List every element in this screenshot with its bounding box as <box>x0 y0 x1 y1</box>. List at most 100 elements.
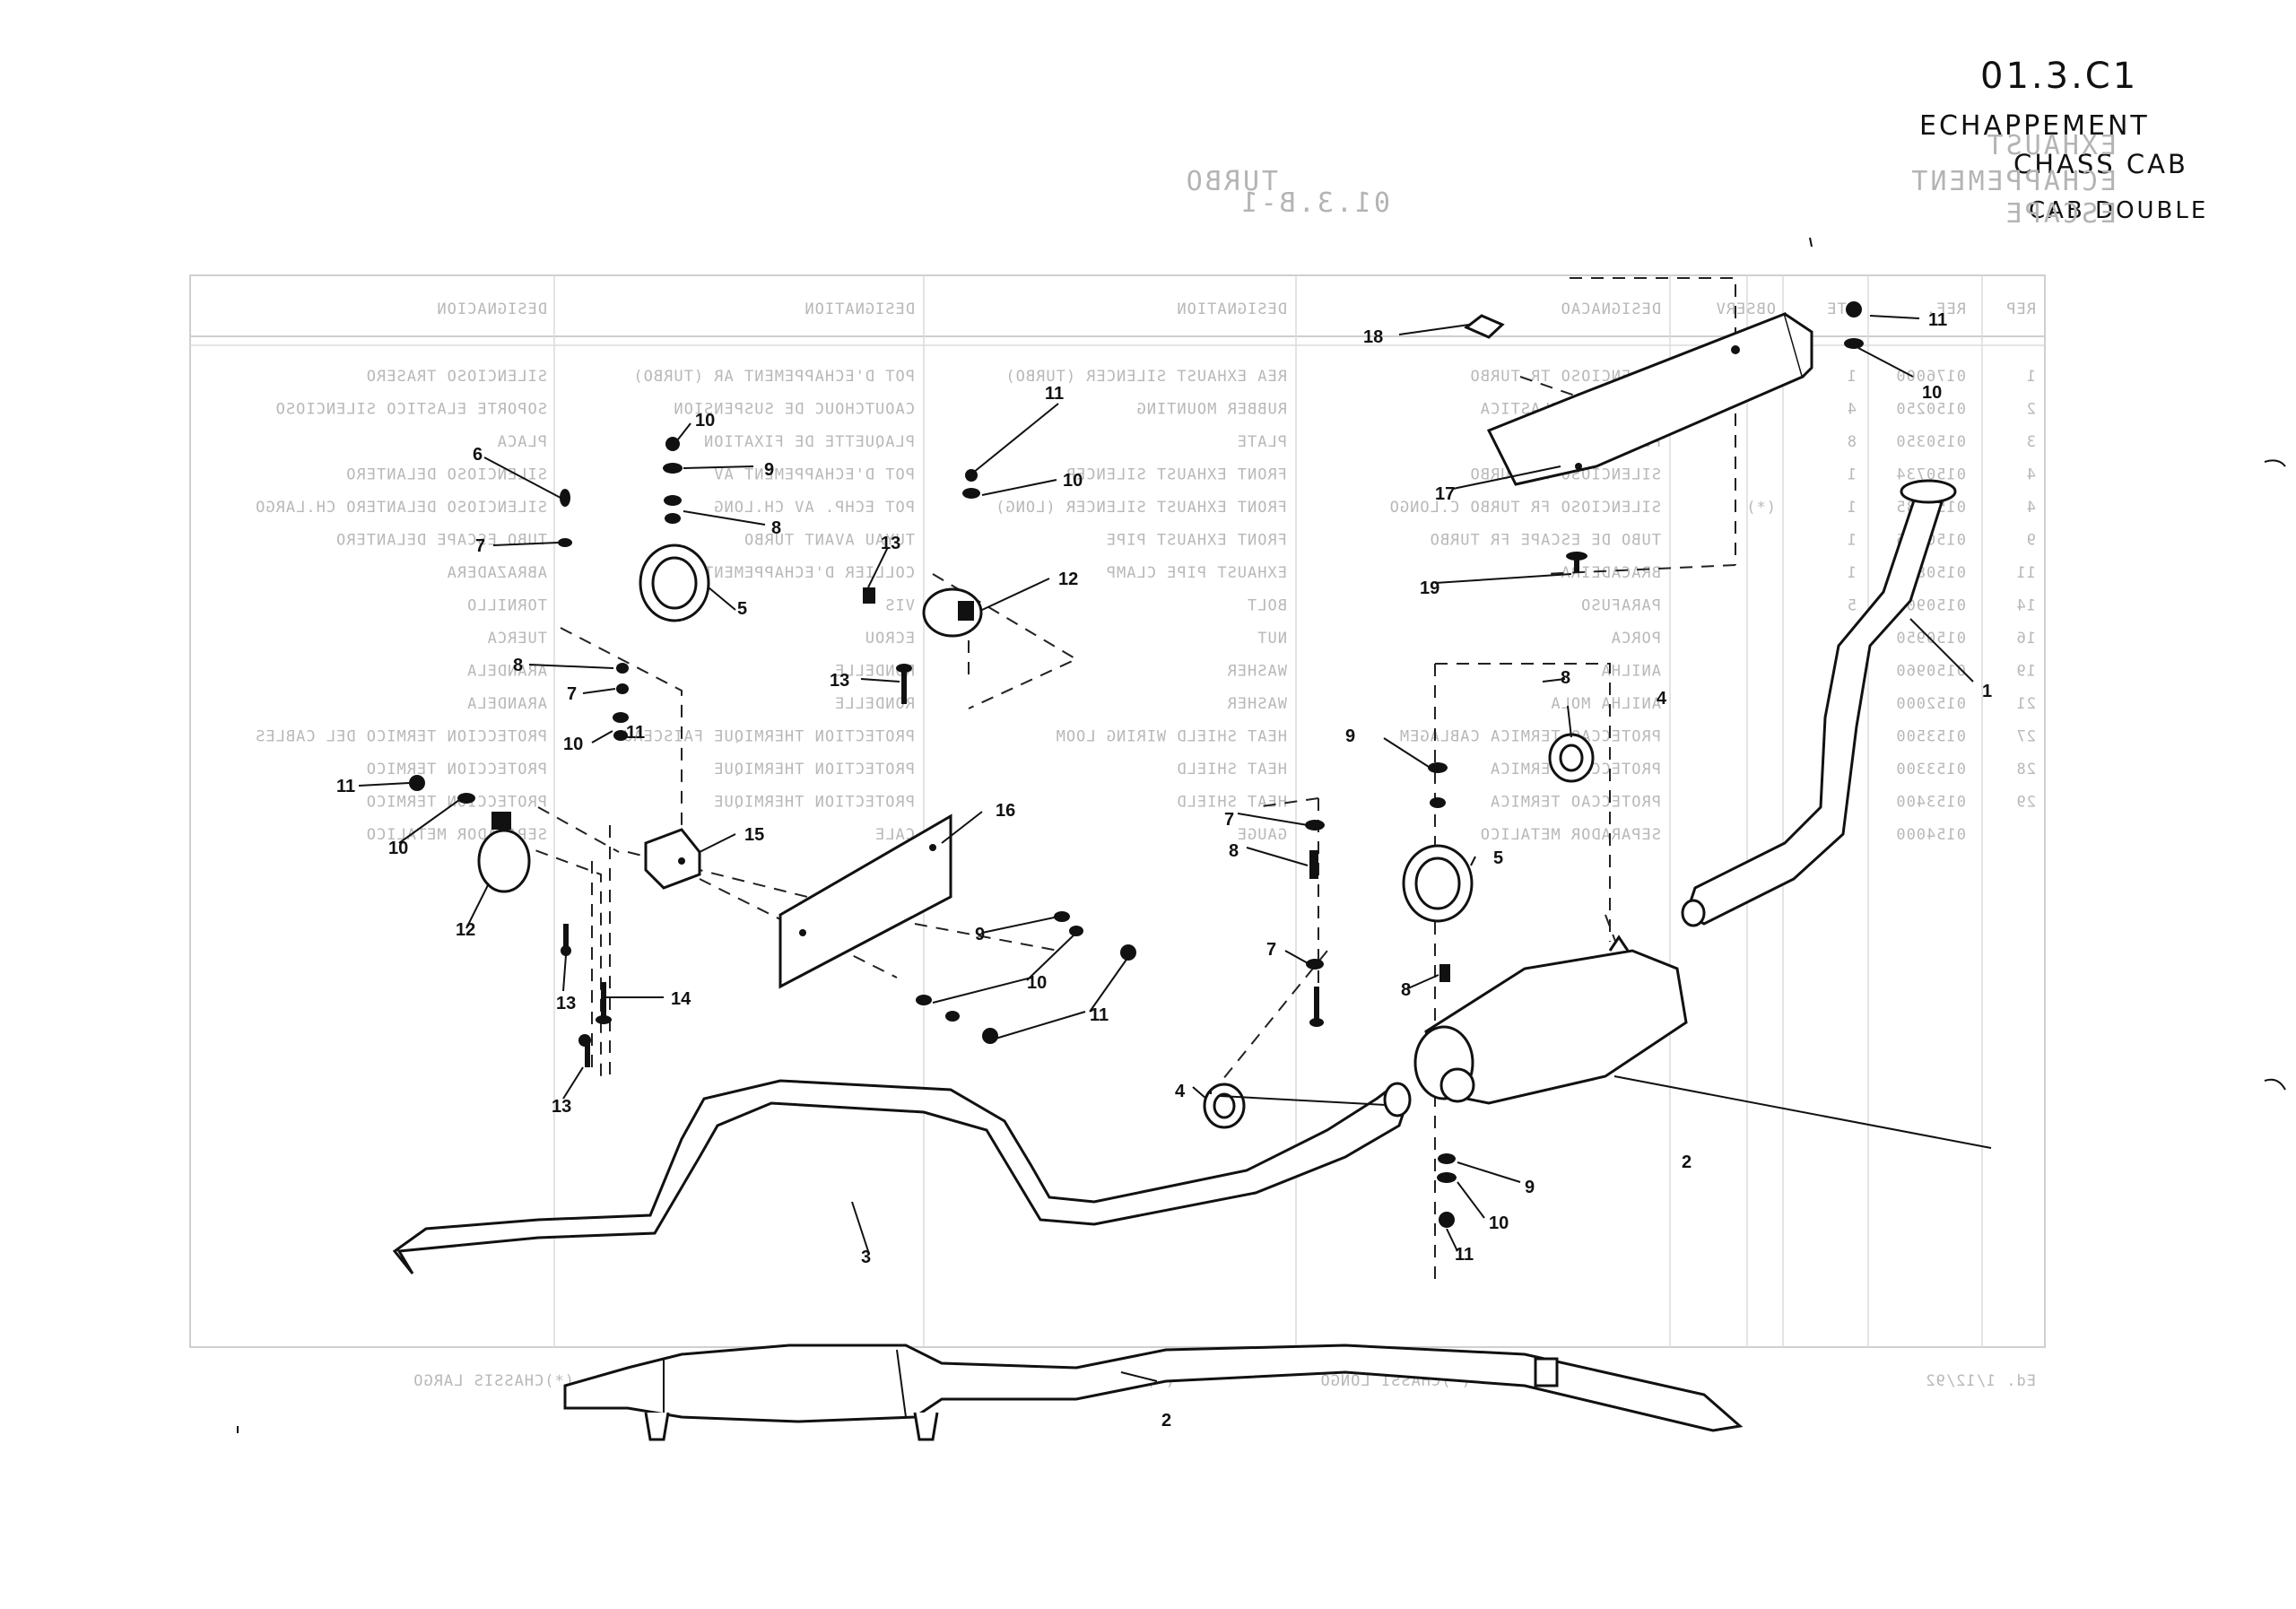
bleed-table-cell: VIS <box>884 597 915 615</box>
header-line-2: CHASS CAB <box>2013 149 2188 179</box>
bleed-table-cell: PROTECCAO TERMICA <box>1490 794 1661 812</box>
bleed-table-cell: CALE <box>874 826 915 844</box>
callout-8: 8 <box>1229 841 1239 861</box>
bleed-through-page: 01.3.B-1 TURBO EXHAUST ECHAPPEMENT ESCAP… <box>189 130 2117 1390</box>
bleed-table-cell: RONDELLE <box>834 695 915 713</box>
bleed-table-cell: PLACA <box>497 433 547 451</box>
bleed-table-cell: PROTECTION THERMIQUE <box>713 761 915 778</box>
bleed-table-cell: 4 <box>2026 466 2036 484</box>
callout-9: 9 <box>764 460 774 480</box>
callout-10: 10 <box>563 735 583 754</box>
bleed-table-cell: 8 <box>1847 433 1857 451</box>
callout-11: 11 <box>1090 1005 1109 1025</box>
bleed-table-cell: ANILHA MOLA <box>1550 695 1661 713</box>
heat-shield-16 <box>778 813 952 989</box>
bleed-table-cell: 4 <box>2026 499 2036 517</box>
bleed-table-cell: 11 <box>2016 564 2036 582</box>
bleed-table-cell: FRONT EXHAUST SILENCER <box>1065 466 1287 484</box>
leader-lines <box>358 315 1992 1382</box>
bleed-table-cell: SEPARADOR METALICO <box>1480 826 1661 844</box>
callout-10: 10 <box>1063 471 1083 491</box>
bleed-footer-note: Ed. 1/12/92 <box>1925 1372 2036 1390</box>
scan-marks <box>237 237 2286 1433</box>
bleed-heading-2: ECHAPPEMENT <box>1909 166 2117 197</box>
callout-13: 13 <box>881 534 900 553</box>
bleed-column-header: REF. <box>1926 300 1966 318</box>
bleed-table-cell: GAUGE <box>1237 826 1287 844</box>
bleed-table-cell: 0152000 <box>1895 695 1966 713</box>
callout-10: 10 <box>1922 383 1942 403</box>
bleed-table-cell: BRACADEIRA <box>1561 564 1661 582</box>
callout-11: 11 <box>1045 384 1064 404</box>
bleed-table-cell: BOLT <box>1247 597 1287 615</box>
bleed-table-cell: PLAQUETTE DE FIXATION <box>703 433 915 451</box>
bleed-table-cell: PLATE <box>1237 433 1287 451</box>
bleed-table-cell: PROTECCAO TERMICA CABLAGEM <box>1399 728 1661 746</box>
callout-13: 13 <box>830 671 849 691</box>
callout-13: 13 <box>556 994 576 1013</box>
bleed-table-cell: PROTECCION TERMICO <box>366 761 547 778</box>
bleed-page-code: 01.3.B-1 <box>1239 187 1391 219</box>
bleed-table-cell: 2 <box>2026 401 2036 419</box>
bleed-table-cell: ARANDELA <box>466 695 547 713</box>
callout-5: 5 <box>1493 848 1503 868</box>
bleed-table-cell: 29 <box>2016 794 2036 812</box>
bleed-title: TURBO <box>1184 166 1278 197</box>
bleed-table-cell: HEAT SHIELD <box>1176 794 1287 812</box>
bleed-table-cell: WASHER <box>1227 695 1287 713</box>
long-chassis-silencer <box>563 1344 1744 1432</box>
callout-9: 9 <box>1525 1178 1535 1197</box>
bleed-column-header: DESIGNACAO <box>1561 300 1661 318</box>
callout-2: 2 <box>1682 1152 1692 1172</box>
bleed-table-cell: 28 <box>2016 761 2036 778</box>
bleed-column-header: DESIGNATION <box>1176 300 1287 318</box>
bleed-table-cell: POT D'ECHAPPEMENT AR (TURBO) <box>632 368 915 386</box>
clamp-12b <box>477 829 531 893</box>
bleed-table-cell: 0176000 <box>1895 368 1966 386</box>
callout-10: 10 <box>1027 973 1047 993</box>
callouts: 18 11 10 17 19 1 8 4 9 7 5 8 7 8 2 4 9 1… <box>336 310 1992 1431</box>
bleed-table-cell: 21 <box>2016 695 2036 713</box>
bleed-table-cell: FRONT EXHAUST PIPE <box>1106 532 1287 550</box>
bleed-table-cell: 16 <box>2016 630 2036 648</box>
callout-10: 10 <box>695 411 715 431</box>
bleed-table-cell: 0154000 <box>1895 826 1966 844</box>
callout-17: 17 <box>1435 484 1455 504</box>
bleed-table-cell: SILENCIOSO FR TURBO C.LONGO <box>1389 499 1661 517</box>
callout-11: 11 <box>1928 310 1947 330</box>
callout-11: 11 <box>626 723 645 743</box>
mount-18 <box>1464 314 1505 339</box>
bleed-column-header: REP <box>2005 300 2036 318</box>
bleed-table-cell: 9 <box>2026 532 2036 550</box>
bleed-table-cell: 0150960 <box>1895 663 1966 681</box>
bleed-table-cell: 0150350 <box>1895 433 1966 451</box>
bleed-table-cell: 0150900 <box>1895 597 1966 615</box>
bleed-table-cell: SOPORTE ELASTICO SILENCIOSO <box>275 401 547 419</box>
bleed-table-cell: EXHAUST PIPE CLAMP <box>1106 564 1287 582</box>
callout-4: 4 <box>1175 1082 1186 1101</box>
bracket-15 <box>644 828 701 890</box>
callout-7: 7 <box>475 536 485 556</box>
callout-12: 12 <box>1058 570 1078 589</box>
bleed-table-cell: PROTECTION THERMIQUE <box>713 794 915 812</box>
bleed-table-cell: PROTECCION TERMICO DEL CABLES <box>255 728 547 746</box>
bleed-table-cell: 14 <box>2016 597 2036 615</box>
bleed-table-cell: FRONT EXHAUST SILENCER (LONG) <box>995 499 1287 517</box>
callout-4: 4 <box>1657 689 1667 709</box>
bleed-table-cell: ABRAZADERA <box>447 564 547 582</box>
bleed-table-cell: COLLIER D'ECHAPPEMENT <box>703 564 915 582</box>
callout-7: 7 <box>1266 940 1276 960</box>
bleed-table-cell: POT ECHP. AV CH.LONG <box>713 499 915 517</box>
callout-12: 12 <box>456 920 475 940</box>
bleed-table-cell: ECROU <box>865 630 915 648</box>
bleed-table-cell: ARANDELA <box>466 663 547 681</box>
callout-3: 3 <box>861 1248 871 1267</box>
header-line-1: ECHAPPEMENT <box>1919 110 2150 142</box>
callout-9: 9 <box>975 925 985 944</box>
callout-9: 9 <box>1345 726 1355 746</box>
bleed-table-cell: 0150250 <box>1895 401 1966 419</box>
bleed-table-cell: TORNILLO <box>466 597 547 615</box>
callout-15: 15 <box>744 825 764 845</box>
bleed-table-cell: 1 <box>1847 564 1857 582</box>
bleed-table-cell: 27 <box>2016 728 2036 746</box>
